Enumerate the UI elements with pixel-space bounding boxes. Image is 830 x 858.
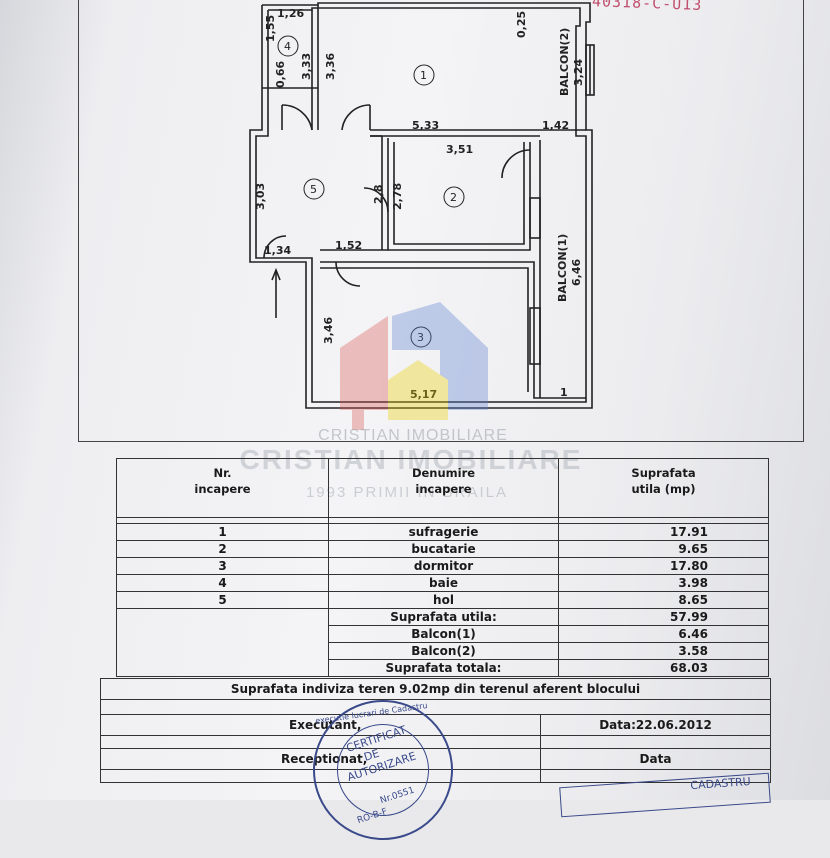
- header-suprafata: Suprafata utila (mp): [558, 458, 769, 518]
- summary-area: 57.99: [558, 608, 769, 626]
- room-number-4: 4: [284, 40, 291, 53]
- area-table: Nr. incapere Denumire incapere Suprafata…: [116, 458, 769, 677]
- summary-area: 3.58: [558, 642, 769, 660]
- floor-plan: 1 2 3 4 5 1,26 1,55 3,33 0,66 3,36 0,25 …: [249, 2, 595, 430]
- dim-517: 5,17: [410, 388, 437, 401]
- dim-303: 3,03: [254, 183, 267, 210]
- room-number-2: 2: [450, 191, 457, 204]
- balcony-1-label: BALCON(1): [556, 234, 569, 302]
- dim-351: 3,51: [446, 143, 473, 156]
- dim-025: 0,25: [515, 11, 528, 38]
- dim-646: 6,46: [570, 259, 583, 286]
- table-row: 5 hol 8.65: [116, 591, 769, 609]
- receptionat-date: Data: [540, 748, 771, 770]
- table-row: 2 bucatarie 9.65: [116, 540, 769, 558]
- dim-333: 3,33: [300, 53, 313, 80]
- dim-155: 1,55: [264, 15, 277, 42]
- row-nr: 2: [116, 540, 329, 558]
- dim-28: 2,8: [372, 185, 385, 205]
- dim-346: 3,46: [322, 317, 335, 344]
- summary-label: Balcon(2): [328, 642, 559, 660]
- watermark-logo-icon: [340, 302, 488, 430]
- dim-142: 1,42: [542, 119, 569, 132]
- watermark-line-1: CRISTIAN IMOBILIARE: [318, 427, 508, 444]
- row-nr: 1: [116, 523, 329, 541]
- summary-label: Balcon(1): [328, 625, 559, 643]
- row-nr: 5: [116, 591, 329, 609]
- balcony-2-label: BALCON(2): [558, 28, 571, 96]
- dim-278: 2,78: [391, 183, 404, 210]
- dim-066: 0,66: [274, 61, 287, 88]
- summary-row: Suprafata utila: 57.99: [116, 608, 769, 626]
- row-area: 8.65: [558, 591, 769, 609]
- dim-134: 1,34: [264, 244, 291, 257]
- room-number-3: 3: [417, 331, 424, 344]
- dim-1: 1: [560, 386, 568, 399]
- row-area: 3.98: [558, 574, 769, 592]
- header-nr: Nr. incapere: [116, 458, 329, 518]
- summary-area: 6.46: [558, 625, 769, 643]
- footer-table: Suprafata indiviza teren 9.02mp din tere…: [100, 678, 771, 783]
- header-denumire: Denumire incapere: [328, 458, 559, 518]
- row-area: 9.65: [558, 540, 769, 558]
- wall-outline: [249, 2, 593, 409]
- table-row: 3 dormitor 17.80: [116, 557, 769, 575]
- floor-plan-frame: [78, 0, 804, 442]
- table-row: 4 baie 3.98: [116, 574, 769, 592]
- dim-152: 1,52: [335, 239, 362, 252]
- indiviza-text: Suprafata indiviza teren 9.02mp din tere…: [100, 678, 771, 700]
- cadastru-stamp-text: CADASTRU: [689, 775, 752, 793]
- wall-outline-inner: [255, 7, 587, 403]
- dim-126: 1,26: [277, 7, 304, 20]
- dim-324: 3,24: [572, 59, 585, 86]
- row-name: baie: [328, 574, 559, 592]
- summary-row: Balcon(1) 6.46: [116, 625, 769, 643]
- summary-area: 68.03: [558, 659, 769, 677]
- summary-row: Balcon(2) 3.58: [116, 642, 769, 660]
- executant-date: Data:22.06.2012: [540, 714, 771, 736]
- row-nr: 4: [116, 574, 329, 592]
- summary-label: Suprafata totala:: [328, 659, 559, 677]
- dim-533: 5,33: [412, 119, 439, 132]
- row-name: sufragerie: [328, 523, 559, 541]
- row-name: bucatarie: [328, 540, 559, 558]
- room-number-1: 1: [420, 69, 427, 82]
- row-name: hol: [328, 591, 559, 609]
- row-nr: 3: [116, 557, 329, 575]
- table-row: 1 sufragerie 17.91: [116, 523, 769, 541]
- row-area: 17.80: [558, 557, 769, 575]
- room-number-5: 5: [310, 183, 317, 196]
- dim-336: 3,36: [324, 53, 337, 80]
- summary-row: Suprafata totala: 68.03: [116, 659, 769, 677]
- summary-label: Suprafata utila:: [328, 608, 559, 626]
- row-name: dormitor: [328, 557, 559, 575]
- row-area: 17.91: [558, 523, 769, 541]
